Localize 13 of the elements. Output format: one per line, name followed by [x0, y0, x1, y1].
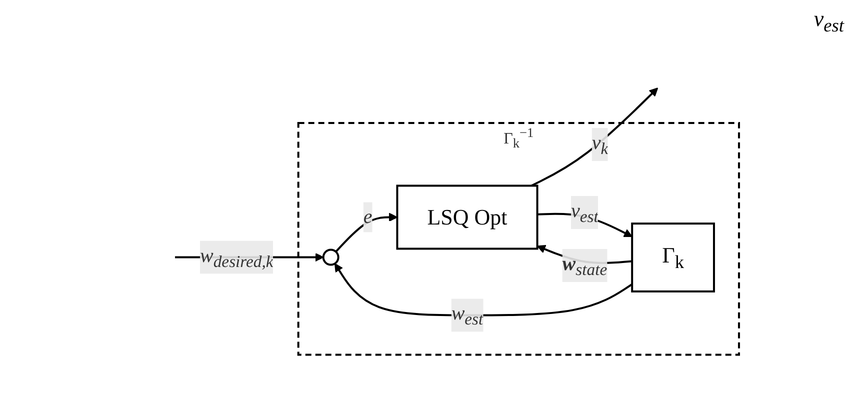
node-circle	[322, 248, 340, 266]
edge-label: w$_{est}$	[451, 302, 484, 329]
edge-label: v$_{k}$	[592, 132, 608, 158]
node-box: LSQ Opt	[396, 184, 538, 250]
arrow	[335, 212, 398, 253]
edge-label: w$_{desired,k}$	[200, 244, 274, 271]
edge-label: v$_{est}$	[570, 200, 598, 226]
edge-label: e	[363, 206, 372, 228]
edge-label: w$_{state}$	[562, 253, 608, 280]
arrow	[334, 263, 633, 316]
node-box: Γ$_{k}$	[631, 222, 715, 293]
arrow	[530, 88, 658, 187]
signal-label: v$_{est}$	[814, 6, 844, 31]
